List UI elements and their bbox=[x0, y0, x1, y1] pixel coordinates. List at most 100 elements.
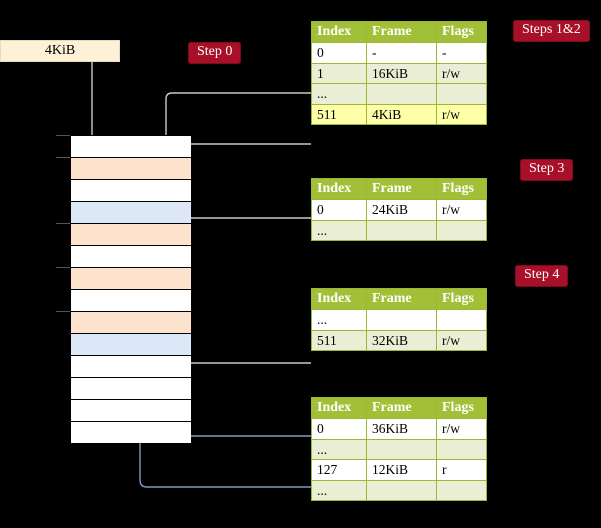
frame-tick-mark bbox=[56, 311, 70, 312]
table-row: 0-- bbox=[311, 42, 487, 64]
memory-frame-row bbox=[71, 202, 191, 224]
cell-frame: 32KiB bbox=[366, 329, 437, 351]
cell-flags bbox=[436, 438, 487, 460]
cell-index: 0 bbox=[311, 199, 367, 221]
column-header-index: Index bbox=[311, 288, 367, 310]
memory-frame-row bbox=[71, 334, 191, 356]
cell-index: 511 bbox=[311, 103, 367, 125]
column-header-index: Index bbox=[311, 178, 367, 200]
cell-frame bbox=[366, 438, 437, 460]
cell-index: ... bbox=[311, 479, 367, 501]
column-header-flags: Flags bbox=[436, 178, 487, 200]
cell-index: 0 bbox=[311, 418, 367, 440]
wire-pt-row127 bbox=[138, 210, 311, 488]
cell-index: ... bbox=[311, 438, 367, 460]
cell-flags: r/w bbox=[436, 329, 487, 351]
column-header-frame: Frame bbox=[366, 288, 437, 310]
cell-index: ... bbox=[311, 219, 367, 241]
column-header-frame: Frame bbox=[366, 397, 437, 419]
source-frame-box: 4KiB bbox=[0, 40, 120, 62]
cell-frame: 4KiB bbox=[366, 103, 437, 125]
table-row: ... bbox=[311, 309, 487, 331]
memory-frame-row bbox=[71, 246, 191, 268]
memory-frame-row bbox=[71, 180, 191, 202]
column-header-index: Index bbox=[311, 21, 367, 43]
memory-frame-row bbox=[71, 224, 191, 246]
wire-pml4-row1 bbox=[165, 92, 311, 156]
frame-tick-mark bbox=[56, 135, 70, 136]
cell-index: 511 bbox=[311, 329, 367, 351]
memory-frame-row bbox=[71, 312, 191, 334]
table-row: ... bbox=[311, 83, 487, 105]
cell-flags: r/w bbox=[436, 62, 487, 84]
column-header-frame: Frame bbox=[366, 21, 437, 43]
cell-flags bbox=[436, 219, 487, 241]
badge-steps-1-2: Steps 1&2 bbox=[513, 20, 590, 42]
cell-index: 127 bbox=[311, 459, 367, 481]
badge-label: Step 4 bbox=[524, 267, 560, 282]
cell-frame bbox=[366, 309, 437, 331]
cell-flags bbox=[436, 83, 487, 105]
memory-frame-row bbox=[71, 378, 191, 400]
badge-label: Step 3 bbox=[529, 161, 565, 176]
table-row: ... bbox=[311, 438, 487, 460]
frame-tick-mark bbox=[56, 157, 70, 158]
badge-step-4: Step 4 bbox=[515, 265, 569, 287]
frame-tick-mark bbox=[56, 223, 70, 224]
table-row: ... bbox=[311, 219, 487, 241]
column-header-flags: Flags bbox=[436, 21, 487, 43]
badge-label: Steps 1&2 bbox=[522, 22, 581, 37]
column-header-flags: Flags bbox=[436, 288, 487, 310]
cell-flags bbox=[436, 479, 487, 501]
badge-step-3: Step 3 bbox=[520, 159, 574, 181]
column-header-index: Index bbox=[311, 397, 367, 419]
cell-index: ... bbox=[311, 309, 367, 331]
cell-index: 1 bbox=[311, 62, 367, 84]
memory-frame-row bbox=[71, 268, 191, 290]
memory-frame-row bbox=[71, 158, 191, 180]
badge-step-0: Step 0 bbox=[188, 42, 242, 64]
cell-frame: 16KiB bbox=[366, 62, 437, 84]
column-header-frame: Frame bbox=[366, 178, 437, 200]
cell-frame bbox=[366, 479, 437, 501]
cell-flags: r/w bbox=[436, 103, 487, 125]
memory-frame-row bbox=[71, 290, 191, 312]
cell-frame: 36KiB bbox=[366, 418, 437, 440]
cell-flags: r/w bbox=[436, 418, 487, 440]
cell-flags: r/w bbox=[436, 199, 487, 221]
badge-label: Step 0 bbox=[197, 44, 233, 59]
source-frame-label: 4KiB bbox=[44, 43, 76, 58]
cell-frame: 24KiB bbox=[366, 199, 437, 221]
memory-frame-row bbox=[71, 136, 191, 158]
table-row: ... bbox=[311, 479, 487, 501]
cell-index: ... bbox=[311, 83, 367, 105]
frame-tick-mark bbox=[56, 267, 70, 268]
cell-index: 0 bbox=[311, 42, 367, 64]
cell-flags bbox=[436, 309, 487, 331]
memory-frame-row bbox=[71, 422, 191, 443]
cell-frame: 12KiB bbox=[366, 459, 437, 481]
column-header-flags: Flags bbox=[436, 397, 487, 419]
cell-frame: - bbox=[366, 42, 437, 64]
physical-memory-column bbox=[70, 135, 191, 443]
memory-frame-row bbox=[71, 400, 191, 422]
cell-frame bbox=[366, 219, 437, 241]
cell-flags: - bbox=[436, 42, 487, 64]
cell-flags: r bbox=[436, 459, 487, 481]
cell-frame bbox=[366, 83, 437, 105]
